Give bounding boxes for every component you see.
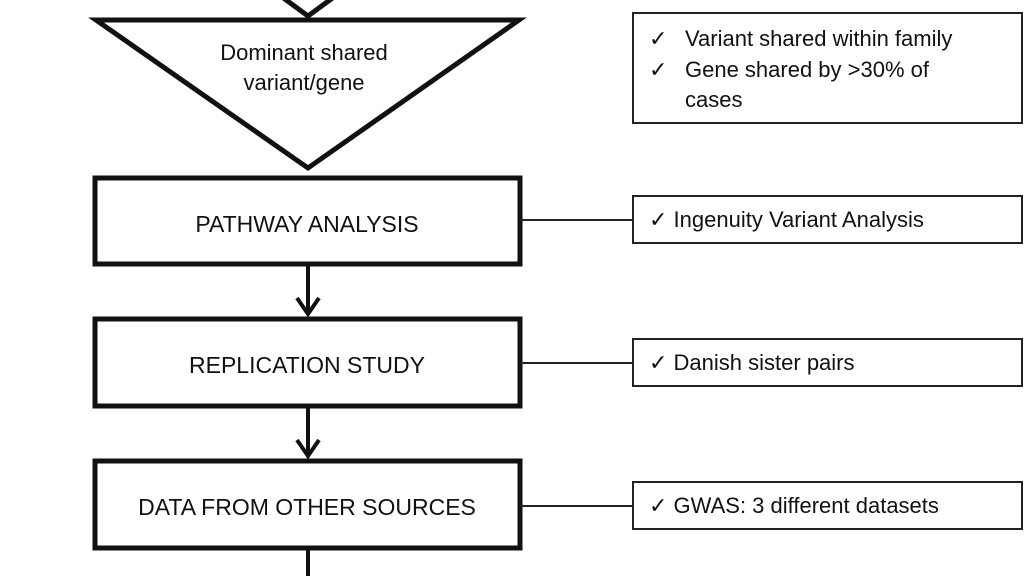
criteria-item-2-line2: cases [685,87,742,112]
other-sources-note-text: ✓ GWAS: 3 different datasets [649,493,939,518]
other-sources-label: DATA FROM OTHER SOURCES [138,494,476,520]
pathway-analysis-label: PATHWAY ANALYSIS [195,211,418,237]
replication-note-box [632,338,1023,387]
replication-note-text: ✓ Danish sister pairs [649,350,855,375]
incoming-arrowhead [281,0,335,20]
criteria-note-box [632,12,1023,124]
other-sources-box [92,458,523,551]
decision-label-line1: Dominant shared [220,40,388,65]
criteria-item-1: Variant shared within family [685,26,952,51]
criteria-check-2: ✓ [649,57,667,82]
other-sources-note-box [632,481,1023,530]
criteria-item-2-line1: Gene shared by >30% of [685,57,930,82]
arrow-2-head [295,438,321,460]
replication-study-label: REPLICATION STUDY [189,352,425,378]
pathway-note-box [632,195,1023,244]
decision-label-line2: variant/gene [243,70,364,95]
criteria-check-1: ✓ [649,26,667,51]
pathway-note-text: ✓ Ingenuity Variant Analysis [649,207,924,232]
arrow-1-head [295,296,321,318]
decision-triangle [88,17,527,172]
